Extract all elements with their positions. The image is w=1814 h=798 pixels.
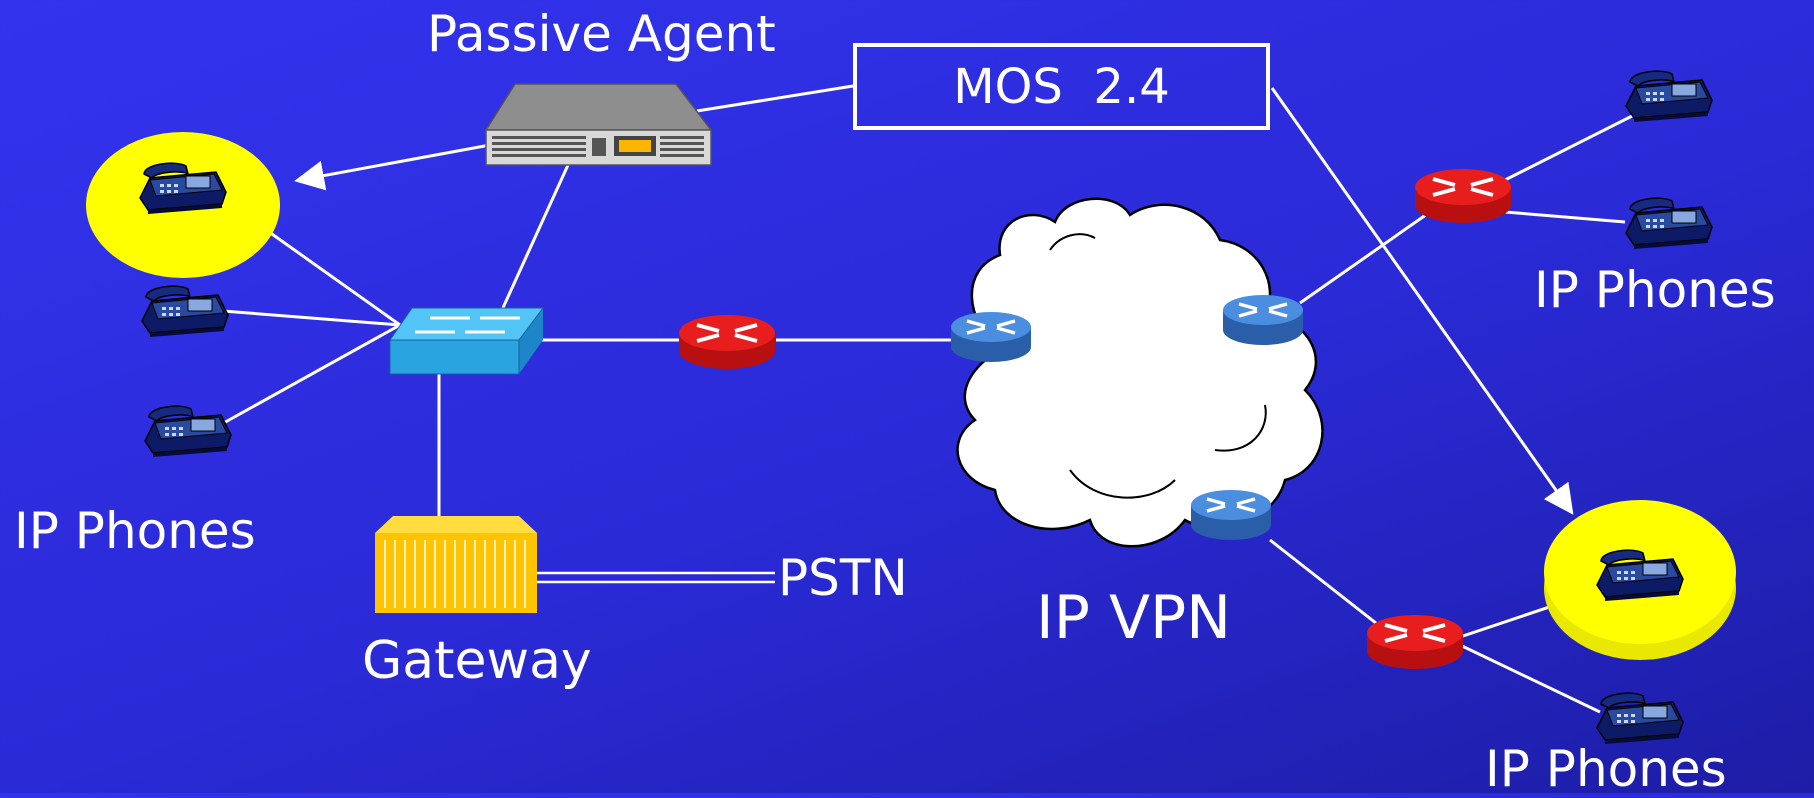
edge-router-bottom-right bbox=[1365, 613, 1465, 671]
edge-router-top-right bbox=[1413, 167, 1513, 225]
line-phone3-switch bbox=[219, 323, 401, 427]
core-router-bottom bbox=[1189, 488, 1273, 542]
ip-phone-left-2 bbox=[141, 285, 229, 338]
line-vpn-router-top bbox=[1299, 210, 1431, 305]
ip-vpn-cloud bbox=[956, 197, 1324, 548]
line-router-phone-bottom2 bbox=[1459, 643, 1601, 714]
ip-phones-right-bottom-label: IP Phones bbox=[1485, 740, 1727, 798]
ip-vpn-label: IP VPN bbox=[1036, 583, 1232, 653]
core-router-top bbox=[1221, 293, 1305, 347]
ip-phone-left-3 bbox=[144, 405, 232, 458]
core-router-left bbox=[949, 310, 1033, 364]
line-vpn-router-bottom bbox=[1269, 538, 1396, 640]
ip-phones-right-top-label: IP Phones bbox=[1534, 261, 1776, 319]
gateway-device bbox=[375, 516, 537, 613]
arrow-mos-to-phone bbox=[1270, 87, 1574, 515]
arrow-agent-to-phone bbox=[294, 143, 491, 191]
line-phone2-switch bbox=[209, 308, 401, 327]
line-agent-switch bbox=[500, 164, 570, 311]
ip-phone-right-top-2 bbox=[1625, 197, 1713, 250]
ip-phone-right-bottom-2 bbox=[1596, 692, 1684, 745]
ip-phones-left-label: IP Phones bbox=[14, 502, 256, 560]
edge-router-left bbox=[677, 313, 777, 371]
pstn-label: PSTN bbox=[778, 549, 908, 607]
mos-score-box: MOS 2.4 bbox=[853, 43, 1270, 130]
passive-agent-appliance bbox=[484, 83, 713, 166]
line-router-phone-top1 bbox=[1504, 105, 1651, 182]
lan-switch bbox=[389, 307, 544, 375]
passive-agent-label: Passive Agent bbox=[427, 5, 776, 63]
ip-phone-right-top-1 bbox=[1625, 70, 1713, 123]
line-agent-mos bbox=[696, 84, 854, 113]
pstn-link bbox=[537, 571, 775, 584]
line-router-phone-top2 bbox=[1504, 210, 1626, 224]
gateway-label: Gateway bbox=[362, 631, 592, 691]
